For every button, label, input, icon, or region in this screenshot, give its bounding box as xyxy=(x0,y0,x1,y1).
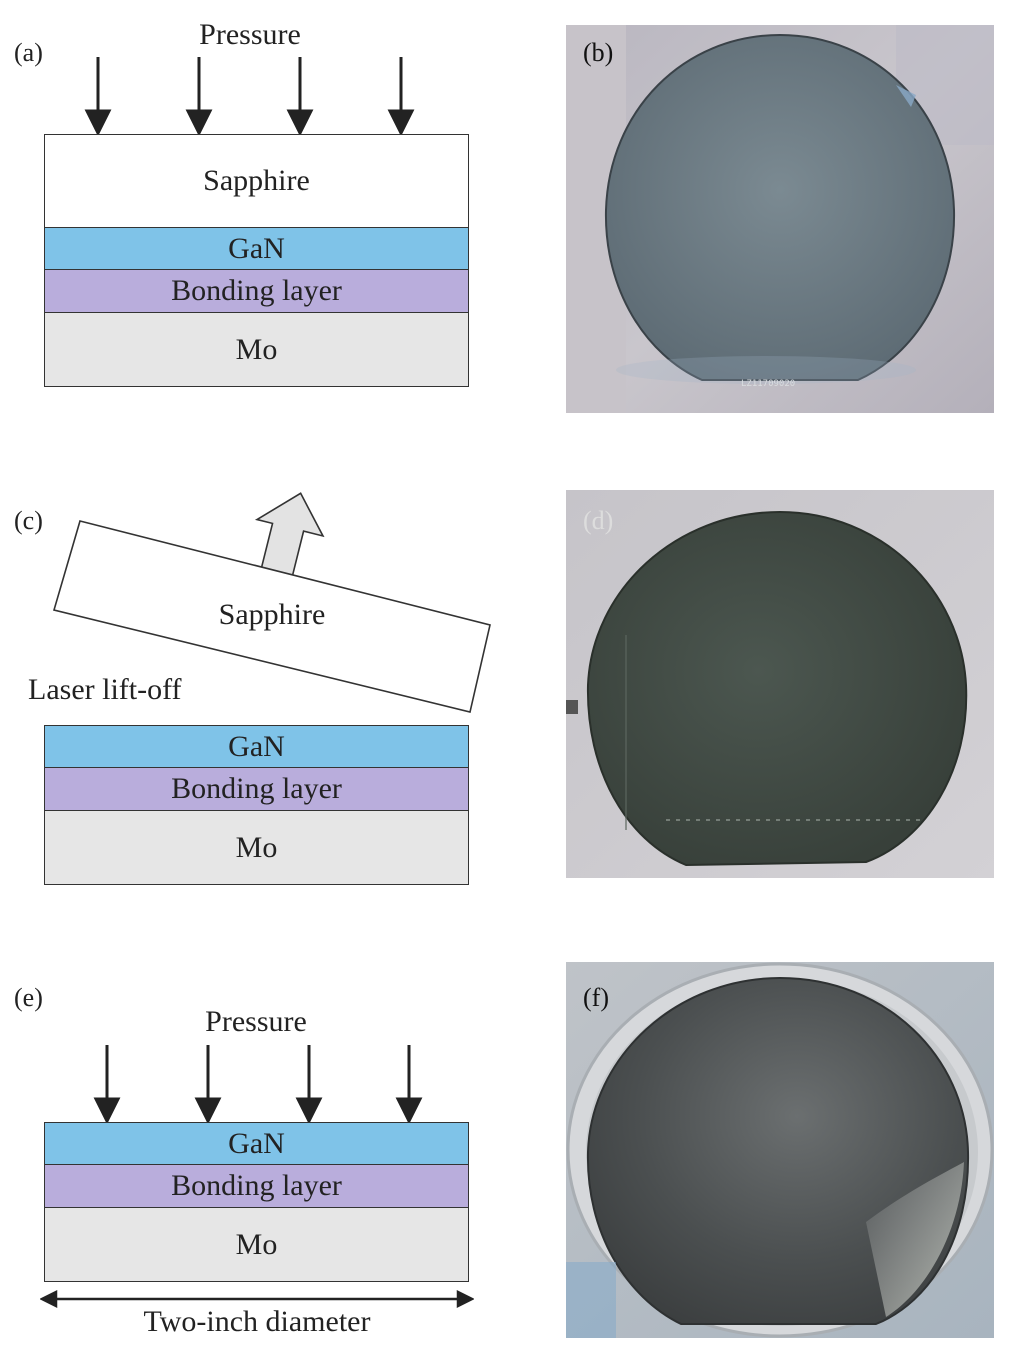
mo-text-c: Mo xyxy=(235,830,278,864)
diameter-label: Two-inch diameter xyxy=(143,1305,371,1338)
bonding-layer-a: Bonding layer xyxy=(44,269,469,313)
gan-layer-c: GaN xyxy=(44,725,469,768)
sapphire-text-a: Sapphire xyxy=(203,164,310,197)
panel-a-label: (a) xyxy=(14,38,43,67)
gan-text-c: GaN xyxy=(228,729,285,763)
wafer-image-d xyxy=(566,490,994,878)
sapphire-text-c: Sapphire xyxy=(218,598,326,631)
pressure-arrows-e xyxy=(93,1045,423,1125)
pressure-arrows-a xyxy=(84,57,415,137)
panel-d-label: (d) xyxy=(583,506,614,535)
panel-e-label: (e) xyxy=(14,983,43,1012)
mo-text-a: Mo xyxy=(235,332,278,366)
wafer-photo-b: LZ11709020 xyxy=(566,25,994,413)
laser-lift-off-label: Laser lift-off xyxy=(28,673,182,706)
bonding-layer-e: Bonding layer xyxy=(44,1164,469,1208)
gan-text-a: GaN xyxy=(228,231,285,265)
wafer-photo-d xyxy=(566,490,994,878)
bonding-text-a: Bonding layer xyxy=(171,274,342,307)
mo-layer-a: Mo xyxy=(44,312,469,387)
gan-layer-e: GaN xyxy=(44,1122,469,1165)
bonding-text-e: Bonding layer xyxy=(171,1169,342,1202)
diameter-arrow xyxy=(40,1289,474,1309)
wafer-marking: LZ11709020 xyxy=(741,379,795,389)
pressure-label-e: Pressure xyxy=(205,1005,307,1038)
mo-layer-c: Mo xyxy=(44,810,469,885)
bonding-layer-c: Bonding layer xyxy=(44,767,469,811)
gan-text-e: GaN xyxy=(228,1126,285,1160)
sapphire-layer-a: Sapphire xyxy=(44,134,469,228)
mo-text-e: Mo xyxy=(235,1227,278,1261)
pressure-label-a: Pressure xyxy=(199,18,301,51)
panel-c-label: (c) xyxy=(14,506,43,535)
wafer-photo-f xyxy=(566,962,994,1338)
panel-b-label: (b) xyxy=(583,38,614,67)
tilted-sapphire xyxy=(52,520,491,713)
wafer-image-f xyxy=(566,962,994,1338)
panel-f-label: (f) xyxy=(583,983,609,1012)
mo-layer-e: Mo xyxy=(44,1207,469,1282)
wafer-image-b: LZ11709020 xyxy=(566,25,994,413)
bonding-text-c: Bonding layer xyxy=(171,772,342,805)
gan-layer-a: GaN xyxy=(44,227,469,270)
